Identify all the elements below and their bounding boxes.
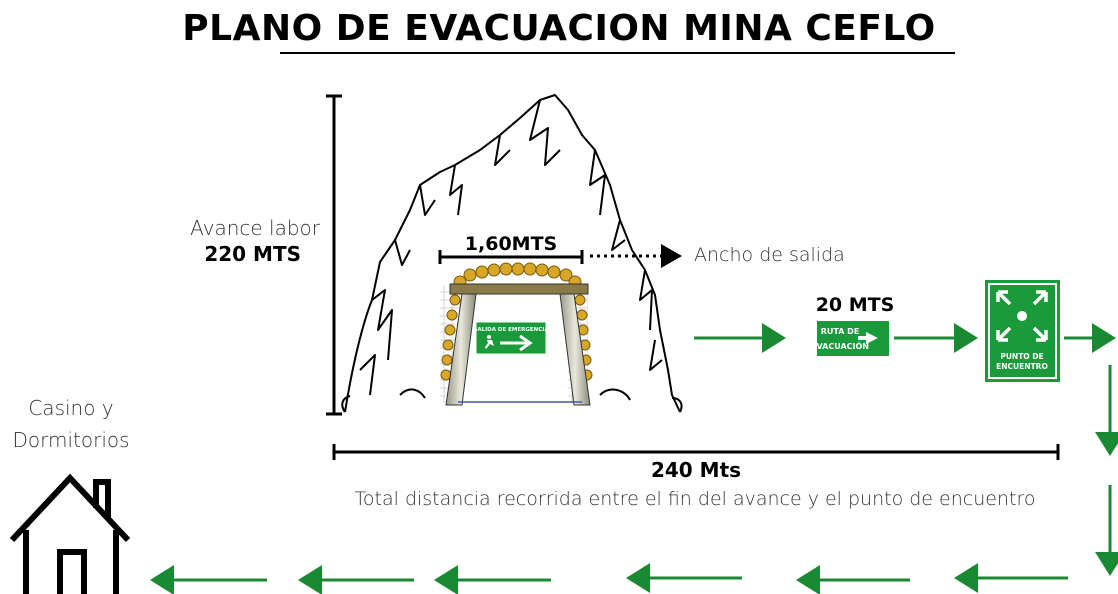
emergency-exit-sign: SALIDA DE EMERGENCIA: [473, 321, 549, 355]
svg-text:RUTA DE: RUTA DE: [821, 327, 860, 336]
vertical-measure-label: Avance labor: [190, 216, 320, 240]
total-distance-line: [332, 444, 1060, 460]
evacuation-route-sign: RUTA DE EVACUACIÓN: [811, 321, 889, 356]
house-icon: [9, 473, 131, 594]
exit-width-measure: [438, 244, 682, 268]
exit-width-value: 1,60MTS: [464, 233, 558, 255]
vertical-measure-value: 220 MTS: [204, 242, 301, 266]
exit-sign-text: SALIDA DE EMERGENCIA: [473, 327, 549, 333]
total-distance-value: 240 Mts: [650, 458, 742, 482]
arrow-right-icon: [500, 334, 533, 352]
svg-text:ENCUENTRO: ENCUENTRO: [996, 362, 1048, 371]
svg-text:EVACUACIÓN: EVACUACIÓN: [811, 340, 869, 351]
exit-width-label: Ancho de salida: [694, 244, 845, 266]
arrow-right-icon: [858, 332, 878, 344]
route-arrows: [150, 323, 1118, 594]
vertical-measure-line: [326, 94, 342, 416]
total-distance-description: Total distancia recorrida entre el fin d…: [354, 488, 1036, 510]
route-distance: 20 MTS: [815, 294, 895, 316]
meeting-point-sign: PUNTO DE ENCUENTRO: [985, 280, 1060, 382]
running-person-icon: [485, 335, 494, 349]
title-underline: [280, 52, 955, 54]
destination-line2: Dormitorios: [12, 428, 130, 452]
svg-text:PUNTO DE: PUNTO DE: [1000, 352, 1043, 361]
assembly-point-icon: [996, 290, 1048, 342]
mountain-illustration: [341, 94, 683, 413]
destination-line1: Casino y: [28, 396, 114, 420]
page-title: PLANO DE EVACUACION MINA CEFLO: [182, 8, 936, 49]
